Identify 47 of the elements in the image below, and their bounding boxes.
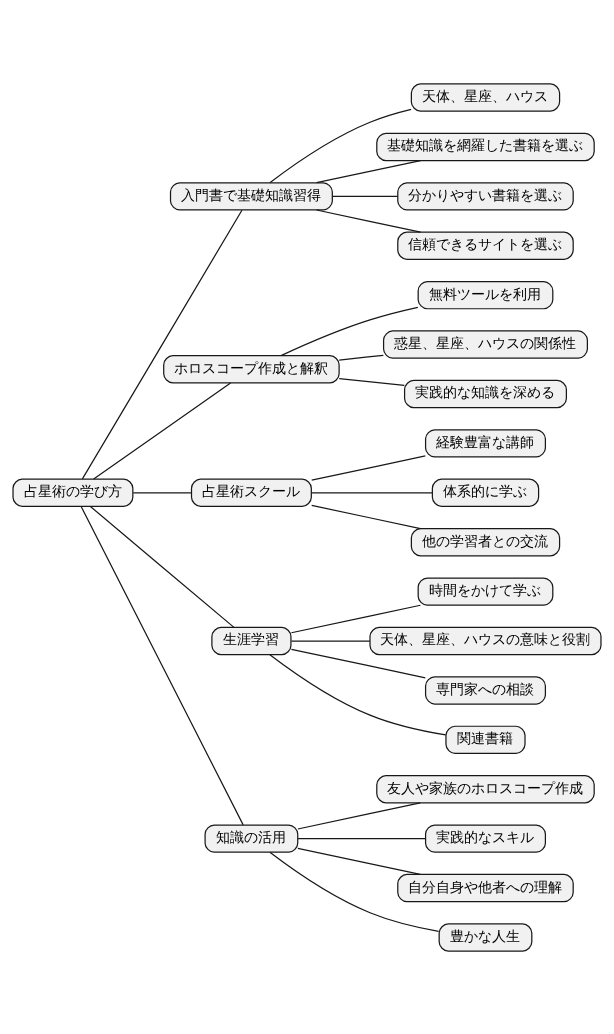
node-box: 無料ツールを利用 — [417, 280, 554, 309]
connector — [93, 381, 232, 480]
connector — [132, 491, 192, 493]
node-box: 他の学習者との交流 — [410, 527, 561, 556]
connector — [269, 851, 440, 932]
node-box: 入門書で基礎知識習得 — [169, 181, 333, 211]
node-box: 実践的な知識を深める — [403, 379, 567, 408]
node-box: 実践的なスキル — [424, 823, 546, 853]
connector — [297, 847, 421, 875]
node-box: 基礎知識を網羅した書籍を選ぶ — [376, 132, 595, 161]
connector — [80, 505, 244, 825]
node-box: 経験豊富な講師 — [424, 428, 546, 458]
node-box: 知識の活用 — [204, 823, 299, 853]
connector — [311, 454, 426, 481]
connector — [297, 801, 421, 830]
connector — [81, 209, 243, 479]
connector — [290, 648, 426, 678]
connector — [331, 195, 399, 197]
connector — [269, 108, 412, 183]
node-box: 信頼できるサイトを選ぶ — [397, 231, 574, 260]
connector — [297, 837, 427, 839]
node-box: 豊かな人生 — [438, 922, 533, 952]
node-box: 自分自身や他者への理解 — [397, 873, 574, 902]
node-box: 天体、星座、ハウスの意味と役割 — [369, 626, 602, 655]
node-box: 専門家への相談 — [424, 675, 546, 705]
node-box: 占星術の学び方 — [12, 478, 134, 507]
node-box: 占星術スクール — [190, 478, 312, 507]
node-box: 友人や家族のホロスコープ作成 — [376, 774, 595, 803]
connector — [290, 604, 421, 633]
connector — [89, 505, 235, 628]
node-box: 天体、星座、ハウス — [410, 82, 561, 112]
connector — [311, 491, 433, 493]
connector — [338, 354, 384, 361]
connector — [315, 159, 422, 183]
node-box: 惑星、星座、ハウスの関係性 — [382, 329, 588, 359]
connector — [315, 208, 422, 233]
connector — [280, 306, 419, 356]
node-box: 体系的に学ぶ — [431, 478, 540, 507]
connector — [311, 504, 422, 529]
node-box: 関連書籍 — [445, 725, 526, 754]
node-box: 時間をかけて学ぶ — [417, 576, 554, 606]
connector — [290, 639, 371, 642]
connector — [269, 653, 447, 736]
connector — [338, 377, 405, 386]
node-box: 生涯学習 — [211, 626, 292, 655]
node-box: 分かりやすい書籍を選ぶ — [397, 181, 574, 211]
node-box: ホロスコープ作成と解釈 — [163, 354, 340, 383]
